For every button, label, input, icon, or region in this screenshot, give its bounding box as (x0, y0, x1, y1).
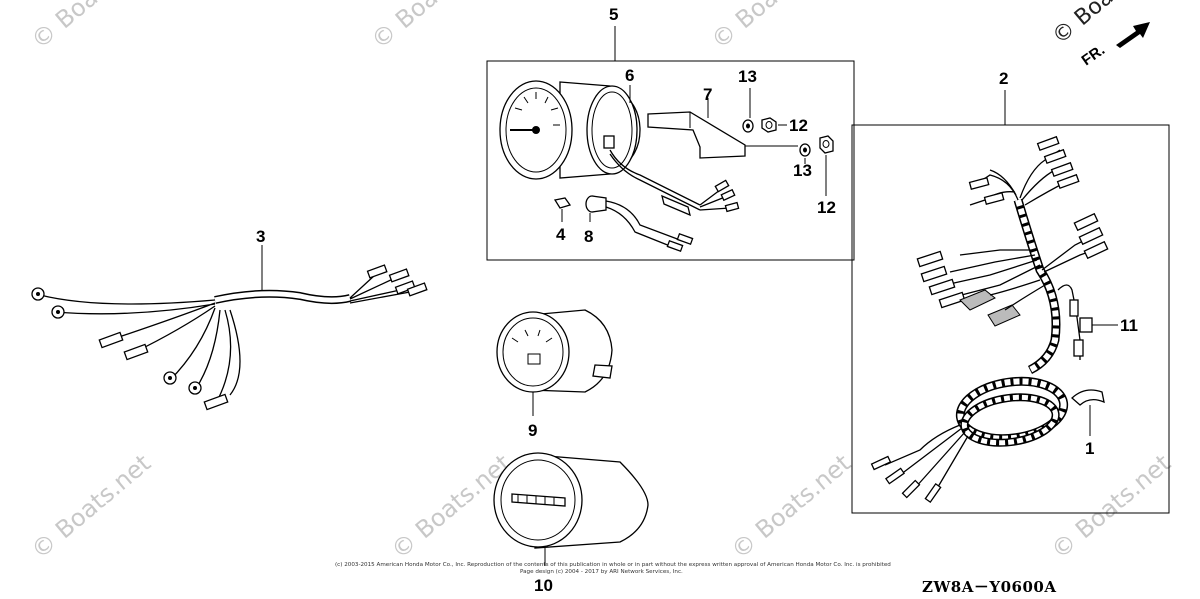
diagram-code: ZW8A－Y0600A (922, 578, 1056, 596)
watermark: © Boats.net (26, 0, 156, 55)
front-direction-marker: © Boats.net FR. (1048, 0, 1167, 69)
bulb-socket-part (585, 195, 694, 253)
washer-part (799, 143, 811, 157)
watermark: © Boats.net (366, 0, 496, 55)
callout-4: 4 (556, 225, 566, 244)
extension-harness-part: 3 (31, 227, 428, 411)
meter-bracket-part (647, 98, 746, 159)
front-label: FR. (1079, 41, 1109, 69)
callout-2: 2 (999, 69, 1008, 88)
callout-11: 11 (1120, 316, 1138, 335)
clip-11-part (1079, 317, 1093, 333)
tachometer-part (499, 80, 701, 211)
callout-10: 10 (534, 576, 553, 595)
callout-5: 5 (609, 5, 618, 24)
bulb-part (553, 197, 572, 209)
watermark: © Boats.net (1048, 0, 1167, 50)
callout-1: 1 (1085, 439, 1094, 458)
copyright-notice: (c) 2003-2015 American Honda Motor Co., … (335, 562, 891, 568)
nut-part (819, 135, 834, 154)
tachometer-connectors (661, 179, 740, 217)
front-arrow-icon (1116, 22, 1150, 48)
main-harness-group: 2 (851, 69, 1170, 514)
callout-12-bottom: 12 (817, 198, 836, 217)
watermark: © Boats.net (726, 449, 856, 565)
callout-13-bottom: 13 (793, 161, 812, 180)
callout-8: 8 (584, 227, 593, 246)
harness-clamp-part (1071, 389, 1105, 406)
hour-meter-part: 10 (493, 452, 649, 595)
callout-12-top: 12 (789, 116, 808, 135)
callout-13-top: 13 (738, 67, 757, 86)
watermark: © Boats.net (706, 0, 836, 55)
watermark: © Boats.net (1046, 449, 1176, 565)
nut-part (761, 117, 777, 133)
meter-assembly-group: 5 6 7 (486, 5, 855, 261)
callout-3: 3 (256, 227, 265, 246)
page-design-notice: Page design (c) 2004 - 2017 by ARI Netwo… (520, 569, 683, 575)
washer-part (742, 119, 754, 133)
callout-7: 7 (703, 85, 712, 104)
callout-9: 9 (528, 421, 537, 440)
callout-6: 6 (625, 66, 634, 85)
watermark: © Boats.net (26, 449, 156, 565)
trim-meter-part: 9 (496, 309, 613, 440)
